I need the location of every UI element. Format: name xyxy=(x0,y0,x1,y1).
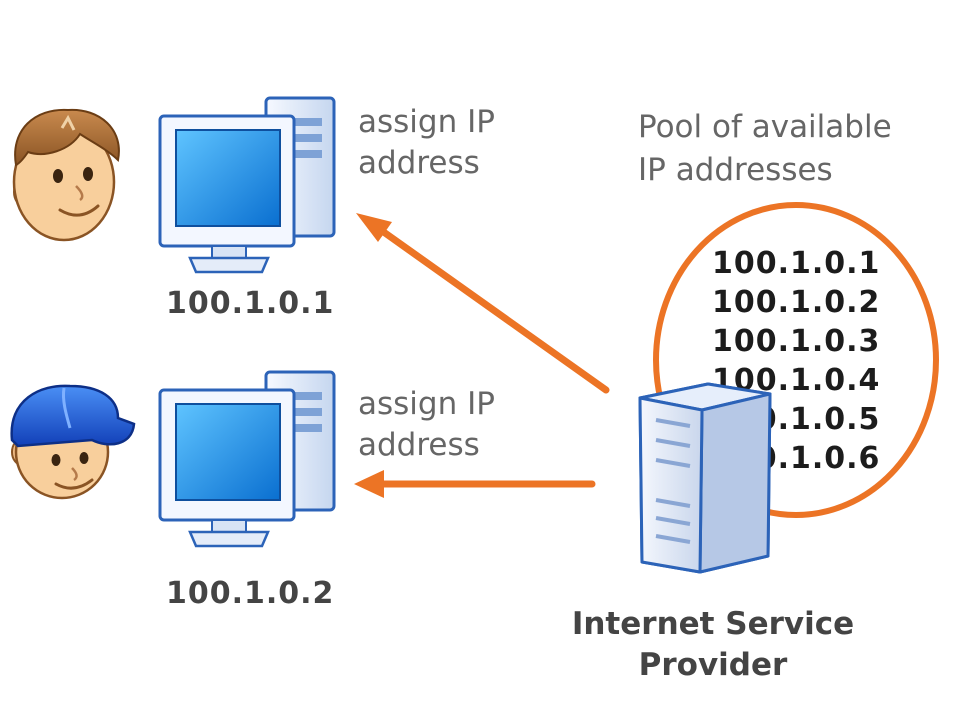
pool-title-line1: Pool of available xyxy=(638,109,892,145)
pool-address: 100.1.0.2 xyxy=(712,285,881,320)
desktop-computer-icon xyxy=(158,96,336,274)
ip-pool-ring xyxy=(653,202,939,518)
client-ip-2: 100.1.0.2 xyxy=(166,576,335,611)
person-brown-hair-icon xyxy=(12,108,120,242)
assign-ip-label-1-line2: address xyxy=(358,145,480,181)
assign-ip-label-2-line1: assign IP xyxy=(358,386,495,422)
pool-address: 100.1.0.3 xyxy=(712,324,881,359)
assign-ip-label-1-line1: assign IP xyxy=(358,104,495,140)
pool-title-line2: IP addresses xyxy=(638,152,833,188)
isp-label-line2: Provider xyxy=(638,647,788,683)
assign-arrow-upper xyxy=(356,213,610,394)
pool-address: 100.1.0.1 xyxy=(712,246,881,281)
assign-ip-label-2: assign IP address xyxy=(358,384,495,466)
pool-title: Pool of available IP addresses xyxy=(638,106,892,192)
server-tower-icon xyxy=(638,382,772,574)
assign-ip-label-2-line2: address xyxy=(358,427,480,463)
isp-label-line1: Internet Service xyxy=(571,606,855,642)
person-blue-cap-icon xyxy=(10,384,136,500)
assign-arrow-lower xyxy=(354,470,596,498)
client-ip-1: 100.1.0.1 xyxy=(166,286,335,321)
isp-label: Internet Service Provider xyxy=(566,604,860,686)
assign-ip-label-1: assign IP address xyxy=(358,102,495,184)
desktop-computer-icon xyxy=(158,370,336,548)
